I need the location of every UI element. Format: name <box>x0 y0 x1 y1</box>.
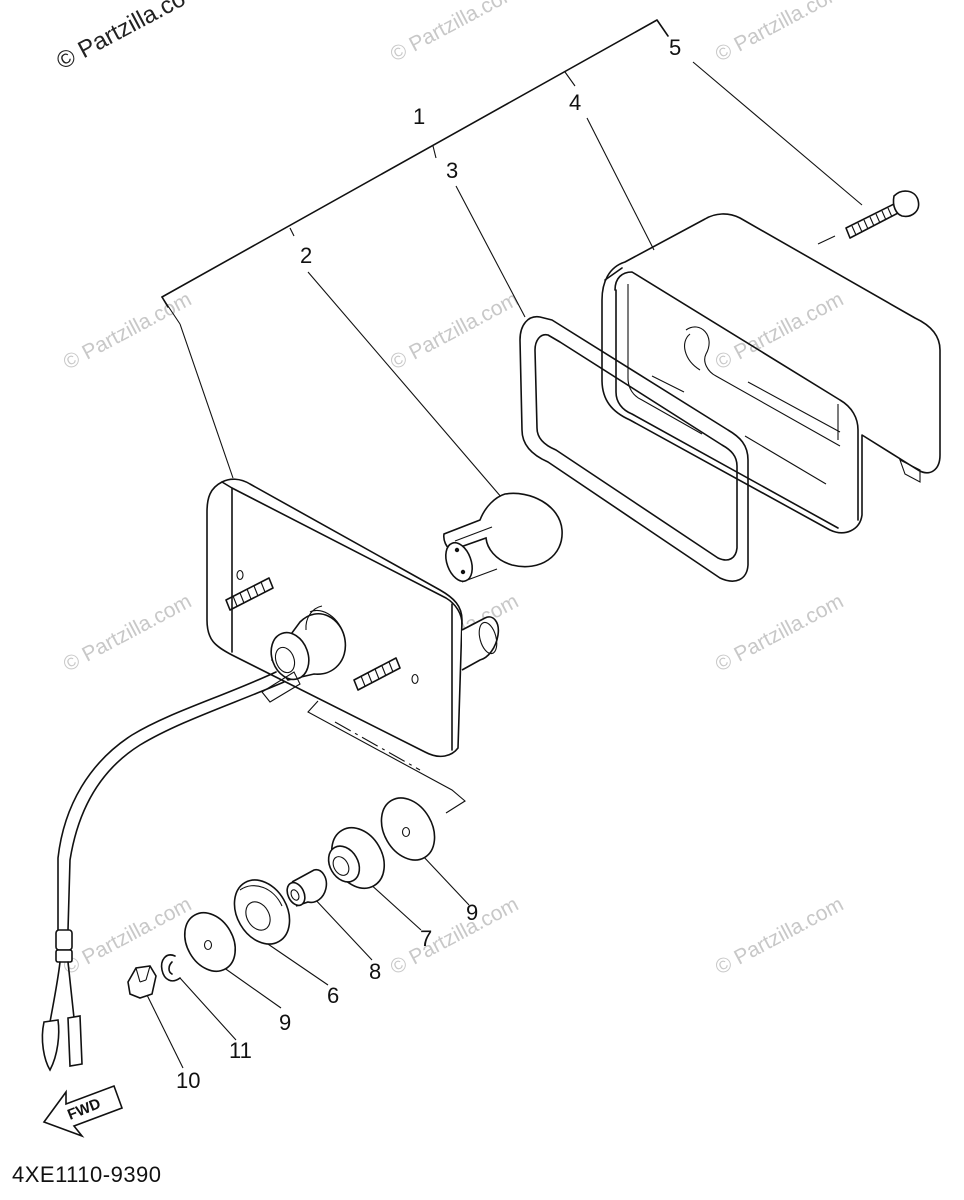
callout-8: 8 <box>369 959 381 984</box>
callout-5: 5 <box>669 35 681 60</box>
lens <box>601 213 941 534</box>
watermark: © Partzilla.com <box>712 590 848 677</box>
watermark: © Partzilla.com <box>387 288 523 375</box>
callout-1: 1 <box>413 104 425 129</box>
fwd-arrow-icon: FWD <box>42 1084 124 1138</box>
stud <box>353 657 401 691</box>
callout-4: 4 <box>569 90 581 115</box>
watermark-main: © Partzilla.co <box>52 0 190 75</box>
collar-8 <box>286 868 328 907</box>
callout-9-upper: 9 <box>466 900 478 925</box>
watermark: © Partzilla.com <box>60 288 196 375</box>
callout-10: 10 <box>176 1068 200 1093</box>
callout-6: 6 <box>327 983 339 1008</box>
bulb-socket <box>270 605 347 681</box>
washer-9-upper <box>380 797 436 861</box>
diagram-code: 4XE1110-9390 <box>12 1162 162 1187</box>
watermark: © Partzilla.com <box>387 0 523 66</box>
assembly-bracket <box>161 19 669 479</box>
base-plate <box>206 478 500 758</box>
watermark: © Partzilla.com <box>387 893 523 980</box>
mounting-axis-line <box>307 700 466 814</box>
lens-screw <box>845 190 920 239</box>
grommet-6 <box>233 879 291 945</box>
gasket <box>519 315 749 582</box>
watermark: © Partzilla.com <box>712 0 848 66</box>
leader-lines <box>146 61 863 1069</box>
watermark: © Partzilla.com <box>60 590 196 677</box>
lock-washer-11 <box>160 954 181 982</box>
callout-9-lower: 9 <box>279 1010 291 1035</box>
callout-2: 2 <box>300 243 312 268</box>
bulb <box>443 492 563 583</box>
watermark: © Partzilla.com <box>712 893 848 980</box>
callout-11: 11 <box>229 1038 252 1063</box>
grommet-7 <box>327 827 386 889</box>
stud <box>225 577 274 611</box>
nut-10 <box>127 965 157 999</box>
callout-3: 3 <box>446 158 458 183</box>
watermark: © Partzilla.com <box>712 288 848 375</box>
washer-9-lower <box>183 911 237 973</box>
callout-7: 7 <box>420 926 432 951</box>
watermark: © Partzilla.com <box>60 893 196 980</box>
wire-harness <box>41 671 301 1072</box>
